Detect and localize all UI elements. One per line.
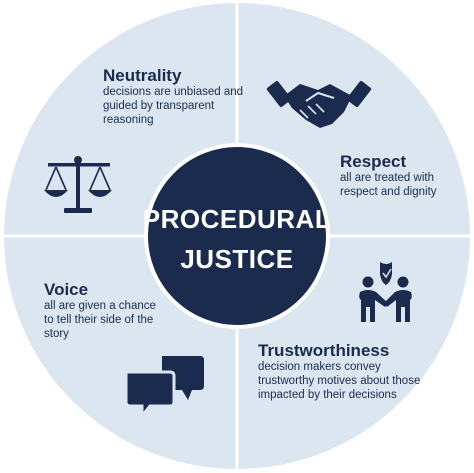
quadrant-respect: Respect all are treated with respect and… (340, 152, 458, 199)
neutrality-description: decisions are unbiased and guided by tra… (103, 86, 244, 126)
voice-title: Voice (44, 280, 89, 299)
center-title-line1: PROCEDURAL (143, 204, 331, 234)
center-circle (144, 143, 330, 329)
trustworthiness-description: decision makers convey trustworthy motiv… (258, 361, 421, 401)
respect-description: all are treated with respect and dignity (340, 172, 437, 198)
respect-title: Respect (340, 152, 407, 171)
people-shield-icon (359, 262, 412, 322)
voice-description: all are given a chance to tell their sid… (44, 300, 156, 340)
speech-bubbles-icon (124, 356, 204, 421)
quadrant-voice: Voice all are given a chance to tell the… (44, 280, 162, 341)
quadrant-trustworthiness: Trustworthiness decision makers convey t… (258, 341, 433, 402)
neutrality-title: Neutrality (103, 66, 182, 85)
handshake-icon (266, 81, 372, 128)
center-title-line2: JUSTICE (180, 244, 293, 274)
trustworthiness-title: Trustworthiness (258, 341, 390, 360)
quadrant-neutrality: Neutrality decisions are unbiased and gu… (103, 66, 253, 127)
scales-icon (44, 156, 112, 213)
